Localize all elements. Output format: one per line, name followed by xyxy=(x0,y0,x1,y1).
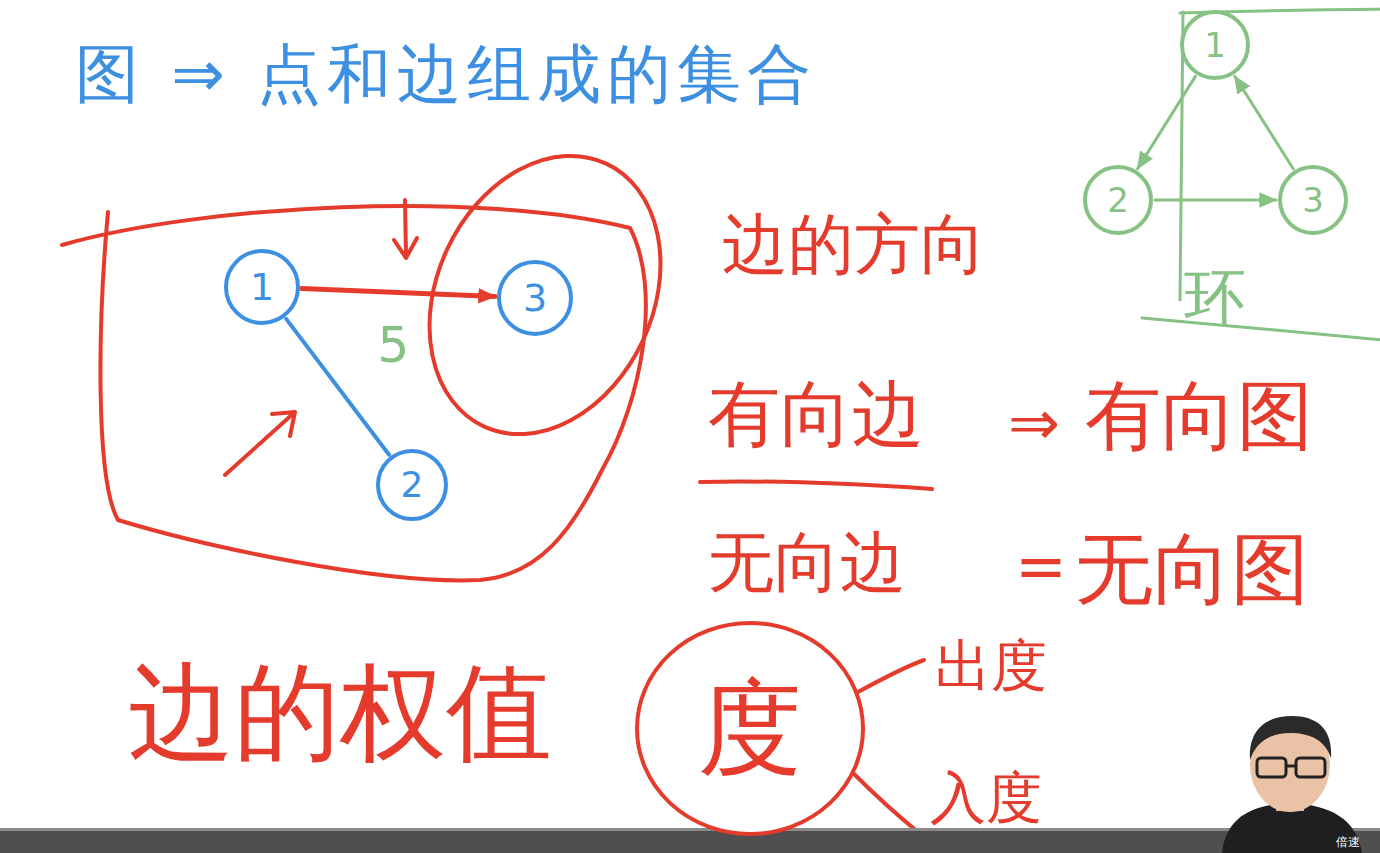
vertex-circle: 2 xyxy=(1083,165,1153,235)
branch-line xyxy=(858,660,924,692)
circle-outline xyxy=(378,451,446,519)
concept-label: 出度 xyxy=(935,638,1047,694)
concept-label: 边的方向 xyxy=(722,212,986,278)
concept-label: 边的权值 xyxy=(128,660,552,766)
pointer-arrow xyxy=(225,412,295,475)
directed-edge xyxy=(1155,199,1276,202)
node-label: 1 xyxy=(250,268,274,306)
presenter-hair xyxy=(1250,716,1331,760)
directed-edge xyxy=(302,289,495,297)
circle-outline xyxy=(499,262,571,334)
circle-outline xyxy=(1182,12,1248,78)
directed-edge xyxy=(1138,76,1196,168)
vertex-circle: 3 xyxy=(497,260,573,336)
player-bar xyxy=(0,828,1380,853)
circle-outline xyxy=(1085,167,1151,233)
vertex-circle: 1 xyxy=(1180,10,1250,80)
concept-label: 有向边 xyxy=(708,378,924,450)
vertex-circle: 2 xyxy=(376,449,448,521)
node-label: 1 xyxy=(1204,28,1226,62)
degree-circle: 度 xyxy=(635,621,865,836)
underline xyxy=(700,481,932,489)
equals-symbol: = xyxy=(1015,536,1067,598)
concept-label: 无向图 xyxy=(1075,530,1309,608)
circle-outline xyxy=(637,623,863,834)
frame-outline xyxy=(1142,9,1380,352)
presenter-glasses xyxy=(1296,758,1325,777)
directed-edge xyxy=(1235,76,1293,168)
title: 图 ⇒ 点和边组成的集合 xyxy=(75,42,817,106)
graph-enclosure xyxy=(62,206,646,580)
node-label: 2 xyxy=(401,467,424,503)
node-label: 2 xyxy=(1107,183,1129,217)
circle-outline xyxy=(1280,167,1346,233)
pointer-arrow xyxy=(394,200,417,258)
progress-track xyxy=(0,828,1380,831)
implies-symbol: ⇒ xyxy=(1008,392,1060,454)
vertex-circle: 3 xyxy=(1278,165,1348,235)
node-label: 3 xyxy=(523,279,547,317)
presenter-glasses xyxy=(1286,765,1296,768)
player-control: 倍速 xyxy=(1336,836,1360,848)
presenter-glasses xyxy=(1257,758,1286,777)
concept-label: 无向边 xyxy=(708,530,906,596)
cycle-frame: 1 2 3 环 xyxy=(1050,6,1380,351)
circle-outline xyxy=(226,251,298,323)
node-label: 度 xyxy=(698,676,802,780)
concept-label: 有向图 xyxy=(1085,378,1313,454)
vertex-circle: 1 xyxy=(224,249,300,325)
node-label: 3 xyxy=(1302,183,1324,217)
frame-label: 环 xyxy=(1184,267,1246,329)
edge-weight: 5 xyxy=(375,320,413,370)
concept-label: 入度 xyxy=(930,770,1042,826)
branch-line xyxy=(852,772,918,832)
